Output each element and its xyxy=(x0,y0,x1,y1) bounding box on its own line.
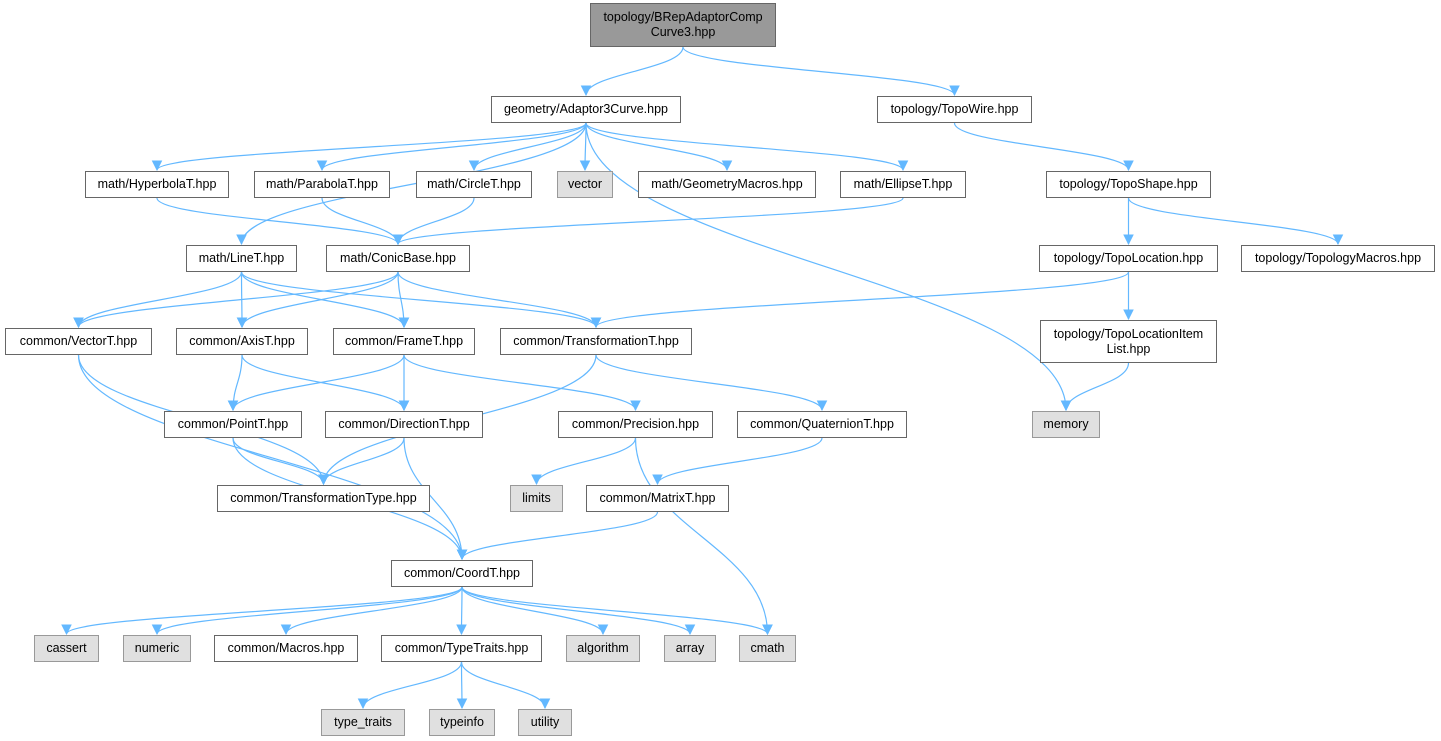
edge-vectort-to-coordt xyxy=(77,354,468,561)
edge-adaptor3curve-to-circle xyxy=(468,122,587,172)
node-numeric: numeric xyxy=(123,635,191,662)
node-topomacros[interactable]: topology/TopologyMacros.hpp xyxy=(1241,245,1435,272)
edge-quaterniont-to-matrixt xyxy=(652,437,823,486)
edge-coordt-to-array xyxy=(461,586,696,636)
node-cassert: cassert xyxy=(34,635,99,662)
node-vectort[interactable]: common/VectorT.hpp xyxy=(5,328,152,355)
edge-framet-to-precision xyxy=(403,354,641,412)
node-framet[interactable]: common/FrameT.hpp xyxy=(333,328,475,355)
edge-matrixt-to-coordt xyxy=(456,511,659,561)
edge-conicbase-to-vectort xyxy=(73,271,399,329)
edge-topolocation-to-transformationt xyxy=(590,271,1130,329)
node-toposhape[interactable]: topology/TopoShape.hpp xyxy=(1046,171,1211,198)
edge-conicbase-to-transformationt xyxy=(397,271,602,329)
node-transformationt[interactable]: common/TransformationT.hpp xyxy=(500,328,692,355)
edge-adaptor3curve-to-line xyxy=(236,122,587,246)
edge-adaptor3curve-to-hyperbola xyxy=(151,122,587,172)
node-precision[interactable]: common/Precision.hpp xyxy=(558,411,713,438)
edge-coordt-to-cassert xyxy=(61,586,463,636)
edge-adaptor3curve-to-ellipse xyxy=(585,122,909,172)
edge-adaptor3curve-to-parabola xyxy=(316,122,587,172)
edge-line-to-vectort xyxy=(73,271,243,329)
edge-root-to-topowire xyxy=(682,46,960,97)
node-pointt[interactable]: common/PointT.hpp xyxy=(164,411,302,438)
edge-axist-to-directiont xyxy=(241,354,410,412)
node-conicbase[interactable]: math/ConicBase.hpp xyxy=(326,245,470,272)
node-root: topology/BRepAdaptorComp Curve3.hpp xyxy=(590,3,776,47)
edge-coordt-to-cmath xyxy=(461,586,773,636)
node-geommacros[interactable]: math/GeometryMacros.hpp xyxy=(638,171,816,198)
edge-coordt-to-typetraitshpp xyxy=(456,586,467,636)
edge-precision-to-limits xyxy=(531,437,637,486)
edge-topolocitemlist-to-memory xyxy=(1060,362,1130,412)
edge-precision-to-cmath xyxy=(634,437,773,636)
edge-transformationt-to-quaterniont xyxy=(595,354,828,412)
node-quaterniont[interactable]: common/QuaternionT.hpp xyxy=(737,411,907,438)
edge-conicbase-to-framet xyxy=(397,271,410,329)
node-topolocitemlist[interactable]: topology/TopoLocationItem List.hpp xyxy=(1040,320,1217,363)
node-topowire[interactable]: topology/TopoWire.hpp xyxy=(877,96,1032,123)
edge-adaptor3curve-to-memory xyxy=(585,122,1072,412)
edge-directiont-to-transtype xyxy=(318,437,405,486)
node-ellipse[interactable]: math/EllipseT.hpp xyxy=(840,171,966,198)
edge-typetraitshpp-to-utility xyxy=(460,661,551,710)
node-cmath: cmath xyxy=(739,635,796,662)
node-parabola[interactable]: math/ParabolaT.hpp xyxy=(254,171,390,198)
edge-coordt-to-numeric xyxy=(151,586,463,636)
node-typetraitshpp[interactable]: common/TypeTraits.hpp xyxy=(381,635,542,662)
node-matrixt[interactable]: common/MatrixT.hpp xyxy=(586,485,729,512)
node-typeinfo: typeinfo xyxy=(429,709,495,736)
node-utility: utility xyxy=(518,709,572,736)
node-adaptor3curve[interactable]: geometry/Adaptor3Curve.hpp xyxy=(491,96,681,123)
node-transtype[interactable]: common/TransformationType.hpp xyxy=(217,485,430,512)
node-circle[interactable]: math/CircleT.hpp xyxy=(416,171,532,198)
node-memory: memory xyxy=(1032,411,1100,438)
edge-typetraitshpp-to-type_traits xyxy=(357,661,463,710)
edge-circle-to-conicbase xyxy=(392,197,475,246)
node-coordt[interactable]: common/CoordT.hpp xyxy=(391,560,533,587)
edge-framet-to-pointt xyxy=(227,354,405,412)
edge-coordt-to-algorithm xyxy=(461,586,609,636)
edge-ellipse-to-conicbase xyxy=(392,197,904,246)
node-topolocation[interactable]: topology/TopoLocation.hpp xyxy=(1039,245,1218,272)
node-vector: vector xyxy=(557,171,613,198)
edge-adaptor3curve-to-vector xyxy=(579,122,591,172)
node-directiont[interactable]: common/DirectionT.hpp xyxy=(325,411,483,438)
edge-conicbase-to-axist xyxy=(236,271,399,329)
edge-coordt-to-macros xyxy=(280,586,463,636)
edge-typetraitshpp-to-typeinfo xyxy=(456,661,468,710)
edge-toposhape-to-topomacros xyxy=(1127,197,1344,246)
edge-root-to-adaptor3curve xyxy=(580,46,684,97)
edge-topowire-to-toposhape xyxy=(953,122,1134,172)
edge-line-to-transformationt xyxy=(240,271,602,329)
node-axist[interactable]: common/AxisT.hpp xyxy=(176,328,308,355)
node-limits: limits xyxy=(510,485,563,512)
node-array: array xyxy=(664,635,716,662)
node-type_traits: type_traits xyxy=(321,709,405,736)
node-hyperbola[interactable]: math/HyperbolaT.hpp xyxy=(85,171,229,198)
node-algorithm: algorithm xyxy=(566,635,640,662)
node-line[interactable]: math/LineT.hpp xyxy=(186,245,297,272)
node-macros[interactable]: common/Macros.hpp xyxy=(214,635,358,662)
edge-directiont-to-coordt xyxy=(403,437,468,561)
edge-hyperbola-to-conicbase xyxy=(156,197,404,246)
edge-adaptor3curve-to-geommacros xyxy=(585,122,733,172)
